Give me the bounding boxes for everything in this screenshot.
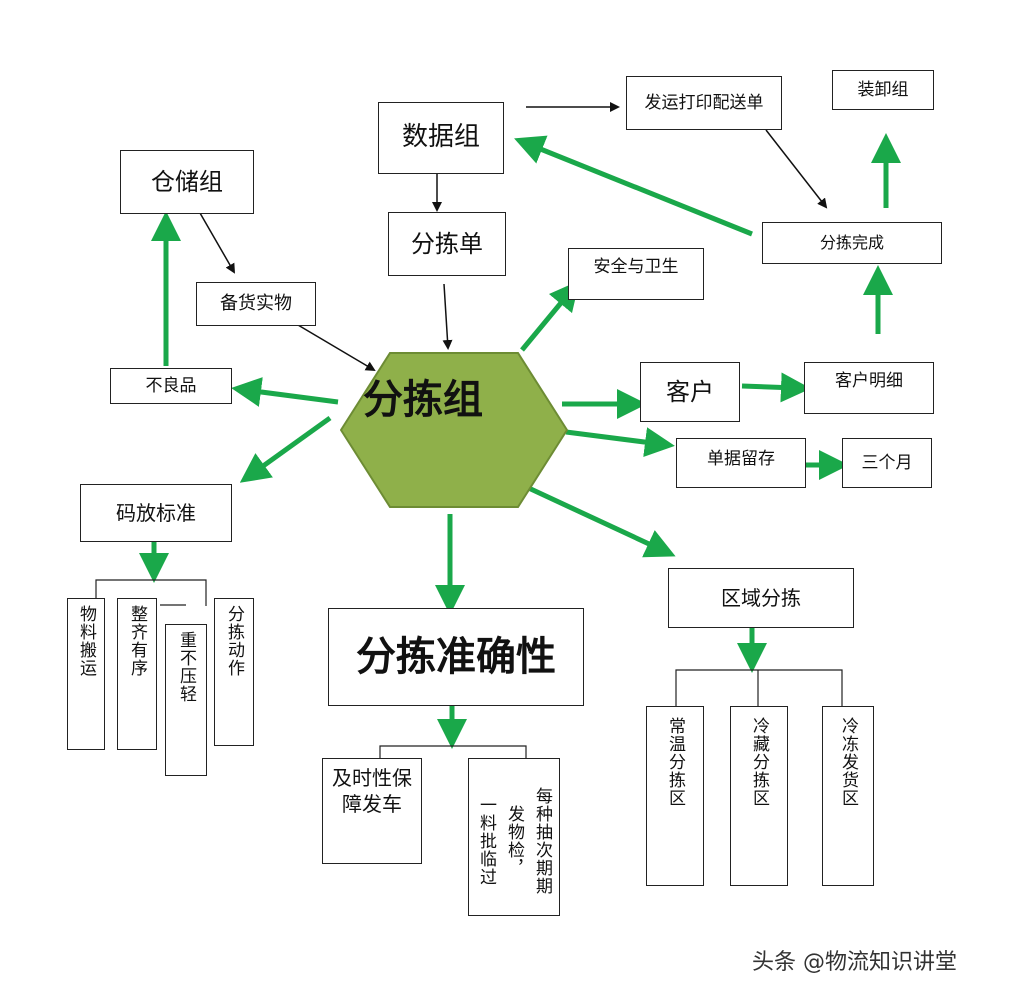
sorting-accuracy-box: 分拣准确性 xyxy=(328,608,584,706)
sorting-done-box: 分拣完成 xyxy=(762,222,942,264)
data-group-box: 数据组 xyxy=(378,102,504,174)
three-months-box: 三个月 xyxy=(842,438,932,488)
customer-box: 客户 xyxy=(640,362,740,422)
arrow-hex-to-defective xyxy=(231,377,339,407)
inspection-box: 每种抽次期期 发物检， 一料批临过 xyxy=(468,758,560,916)
watermark: 头条 @物流知识讲堂 xyxy=(752,950,957,975)
arrow-done-to-data xyxy=(514,135,753,237)
receipt-keep-box: 单据留存 xyxy=(676,438,806,488)
arrow-customer-to-detail xyxy=(741,372,811,403)
sorting-group-label: 分拣组 xyxy=(363,377,483,423)
arrow-hex-to-zone xyxy=(518,481,676,558)
customer-detail-box: 客户明细 xyxy=(804,362,934,414)
sorting-sheet-box: 分拣单 xyxy=(388,212,506,276)
stack-item-heavy-text: 重不压轻 xyxy=(176,631,196,703)
arrow-print-to-done xyxy=(765,129,828,209)
zone-item-ambient: 常温分拣区 xyxy=(646,706,704,886)
stack-item-orderly-text: 整齐有序 xyxy=(127,605,147,677)
sorting-group-hexagon xyxy=(340,352,568,508)
safety-hygiene-box: 安全与卫生 xyxy=(568,248,704,300)
stacking-standard-box: 码放标准 xyxy=(80,484,232,542)
zone-item-chilled-text: 冷藏分拣区 xyxy=(749,717,769,807)
stack-item-motion-text: 分拣动作 xyxy=(224,605,244,677)
stack-item-handling-text: 物料搬运 xyxy=(76,605,96,677)
zone-item-frozen: 冷冻发货区 xyxy=(822,706,874,886)
zone-item-ambient-text: 常温分拣区 xyxy=(665,717,685,807)
arrow-stock-to-hex xyxy=(297,324,376,372)
zone-item-chilled: 冷藏分拣区 xyxy=(730,706,788,886)
inspection-col-1: 每种抽次期期 xyxy=(532,787,552,895)
defective-box: 不良品 xyxy=(110,368,232,404)
loading-group-box: 装卸组 xyxy=(832,70,934,110)
ship-print-box: 发运打印配送单 xyxy=(626,76,782,130)
inspection-col-3: 一料批临过 xyxy=(476,796,496,886)
storage-group-box: 仓储组 xyxy=(120,150,254,214)
arrow-hex-to-receipt xyxy=(565,427,675,457)
stock-goods-box: 备货实物 xyxy=(196,282,316,326)
stack-item-heavy: 重不压轻 xyxy=(165,624,207,776)
stack-item-orderly: 整齐有序 xyxy=(117,598,157,750)
arrow-storage-to-stock xyxy=(199,212,235,274)
stack-item-motion: 分拣动作 xyxy=(214,598,254,746)
bracket-accuracy xyxy=(379,745,527,758)
arrow-hex-to-safety xyxy=(520,280,580,352)
bracket-zone xyxy=(675,669,843,706)
arrow-sheet-to-hex xyxy=(442,283,453,350)
arrow-hex-to-stacking xyxy=(239,415,332,483)
stack-item-handling: 物料搬运 xyxy=(67,598,105,750)
zone-item-frozen-text: 冷冻发货区 xyxy=(838,717,858,807)
inspection-col-2: 发物检， xyxy=(504,805,524,877)
timely-dispatch-box: 及时性保障发车 xyxy=(322,758,422,864)
bracket-stacking xyxy=(95,579,207,606)
zone-sorting-box: 区域分拣 xyxy=(668,568,854,628)
